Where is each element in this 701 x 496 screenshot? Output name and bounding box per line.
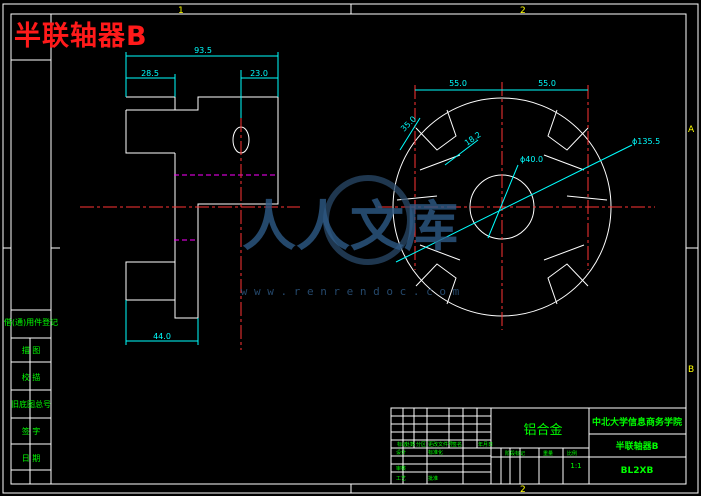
title-label: 工艺 xyxy=(396,476,406,482)
dim-outer: ϕ135.5 xyxy=(632,137,660,146)
header-cell: 分区 xyxy=(416,441,426,448)
scale: 1:1 xyxy=(570,462,581,470)
dim-overall-length: 93.5 xyxy=(194,46,212,55)
side-view xyxy=(378,82,655,330)
title-label: 标准化 xyxy=(428,449,443,456)
dim-left-step: 28.5 xyxy=(141,69,159,78)
header-cell: 标记 xyxy=(397,441,407,448)
front-dims xyxy=(125,52,279,345)
stage-header: 阶段标记 xyxy=(505,450,525,457)
zone-label-right-a: A xyxy=(688,125,695,135)
header-cell: 年月日 xyxy=(478,441,493,448)
drawing-code: BL2XB xyxy=(621,466,654,476)
title-block xyxy=(390,407,687,485)
stage-header: 重量 xyxy=(543,450,553,457)
dim-left-half: 55.0 xyxy=(449,79,467,88)
zone-label-top-2: 2 xyxy=(520,6,526,16)
side-dims xyxy=(395,89,633,263)
dim-bottom-length: 44.0 xyxy=(153,332,171,341)
side-table-row: 日 期 xyxy=(22,454,41,463)
drawing-title: 半联轴器B xyxy=(14,21,148,52)
stage-header: 比例 xyxy=(567,450,577,457)
part-name: 半联轴器B xyxy=(616,440,659,452)
dim-right-half: 55.0 xyxy=(538,79,556,88)
dim-bore: ϕ40.0 xyxy=(520,155,543,164)
school-name: 中北大学信息商务学院 xyxy=(592,416,682,428)
header-cell: 签名 xyxy=(452,441,462,448)
title-label: 批准 xyxy=(428,475,438,482)
zone-label-top-1: 1 xyxy=(178,6,184,16)
title-label: 设计 xyxy=(396,449,406,456)
front-view xyxy=(80,96,300,350)
header-cell: 更改文件号 xyxy=(428,441,453,448)
material: 铝合金 xyxy=(523,422,562,438)
zone-label-right-b: B xyxy=(688,365,694,375)
zone-label-bottom: 2 xyxy=(520,485,526,495)
header-cell: 处数 xyxy=(405,441,415,448)
side-table-row: 描 图 xyxy=(22,345,41,355)
side-table-row: 签 字 xyxy=(22,426,41,436)
side-table: 借(通)用件登记 描 图 校 描 旧底图总号 签 字 日 期 xyxy=(4,14,60,485)
inner-frame xyxy=(10,13,687,485)
dim-slot-b: 18.2 xyxy=(463,130,483,148)
title-label: 审核 xyxy=(396,465,406,472)
dim-right-step: 23.0 xyxy=(250,69,268,78)
side-table-row: 借(通)用件登记 xyxy=(4,317,58,327)
side-table-row: 旧底图总号 xyxy=(11,399,51,409)
side-table-row: 校 描 xyxy=(22,372,41,382)
